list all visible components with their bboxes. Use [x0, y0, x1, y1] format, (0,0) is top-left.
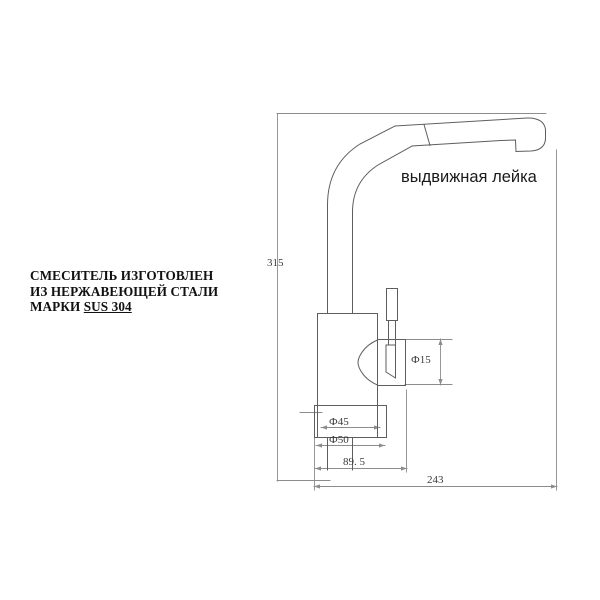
- material-note-line-2: ИЗ НЕРЖАВЕЮЩЕЙ СТАЛИ: [30, 283, 219, 299]
- spout-top-edge: [394, 117, 546, 140]
- riser-outer-left: [327, 125, 396, 314]
- valve-housing: [377, 339, 406, 386]
- dimension-lines: [276, 113, 558, 491]
- dimension-label-base-outer-diameter: Ф50: [329, 434, 349, 446]
- handle-lever-upper: [386, 288, 398, 321]
- spray-head-nose: [515, 138, 547, 153]
- dimension-label-height: 315: [267, 257, 284, 269]
- dimension-arrowheads: [314, 339, 557, 489]
- dimension-label-spout-reach: 89. 5: [343, 456, 365, 468]
- dimension-label-overall-width: 243: [427, 474, 444, 486]
- callout-pull-out-spray: выдвижная лейка: [401, 168, 537, 186]
- material-note-line-3: МАРКИ SUS 304: [30, 299, 245, 315]
- material-note: СМЕСИТЕЛЬ ИЗГОТОВЛЕН ИЗ НЕРЖАВЕЮЩЕЙ СТАЛ…: [30, 268, 245, 315]
- spout-seam-line: [423, 123, 431, 147]
- base-flange: [314, 405, 387, 438]
- material-grade: SUS 304: [83, 299, 132, 314]
- body-cylinder: [317, 313, 378, 406]
- riser-inner-right: [352, 145, 413, 314]
- dimension-label-handle-diameter: Ф15: [411, 354, 431, 366]
- material-note-line-1: СМЕСИТЕЛЬ ИЗГОТОВЛЕН: [30, 268, 214, 283]
- body-cam-curve: [357, 339, 379, 386]
- spout-bottom-edge: [411, 139, 517, 153]
- material-note-prefix: МАРКИ: [30, 299, 84, 314]
- handle-lever-base: [385, 344, 396, 379]
- faucet-outline: [314, 117, 547, 471]
- dimension-label-base-inner-diameter: Ф45: [329, 416, 349, 428]
